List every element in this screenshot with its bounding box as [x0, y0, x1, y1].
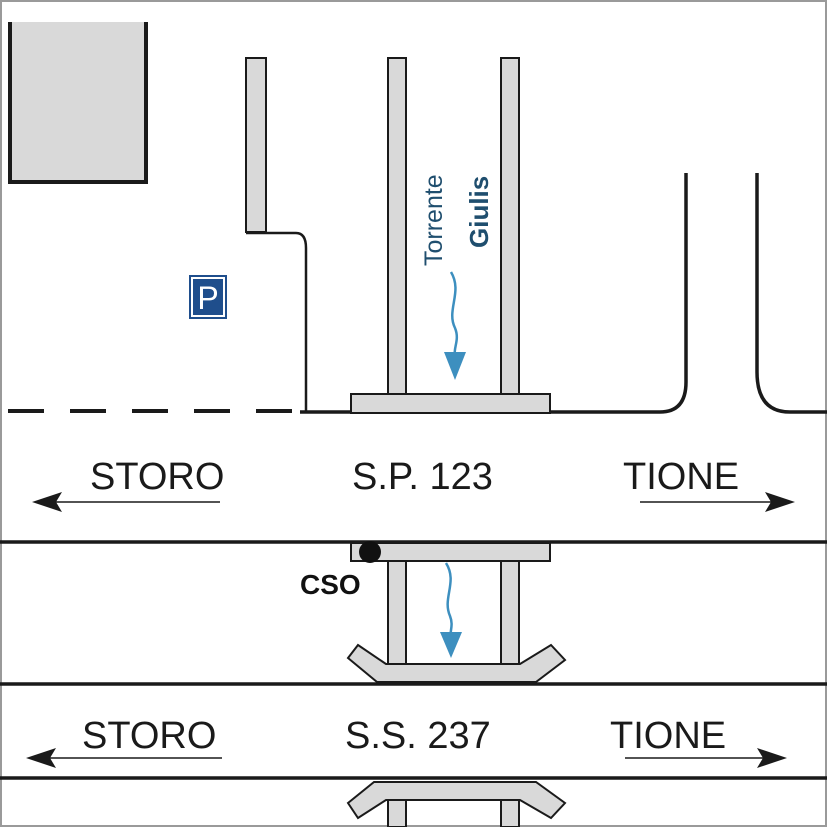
stream-wall-left-bottom [387, 799, 407, 827]
ss237-road-name: S.S. 237 [345, 715, 491, 757]
stream-flow-arrow-lower-icon [440, 562, 462, 658]
stream-wall-right [500, 57, 520, 395]
stream-name: Torrente Giulis [420, 174, 494, 266]
bridge-wingwall-lower [346, 781, 567, 820]
stream-wall-right-mid [500, 560, 520, 665]
bridge-deck-upper [350, 393, 551, 414]
ss237-right-arrow-icon [625, 748, 787, 768]
parking-letter: P [197, 280, 218, 316]
sp123-left-destination: STORO [90, 456, 224, 498]
stream-name-line2: Giulis [464, 176, 494, 248]
road-edge-upper [300, 173, 688, 414]
cso-label: CSO [300, 569, 361, 600]
ss237-left-arrow-icon [26, 748, 222, 768]
stream-wall-left [387, 57, 407, 395]
stream-name-line1: Torrente [420, 174, 448, 266]
building-outline [8, 22, 148, 184]
building [10, 22, 146, 182]
ss237-right-destination: TIONE [610, 715, 726, 757]
cso-marker [359, 541, 381, 563]
parking-icon: P [189, 275, 227, 319]
sp123-left-arrow-icon [32, 492, 220, 512]
stream-flow-arrow-icon [444, 271, 466, 380]
sp123-right-destination: TIONE [623, 456, 739, 498]
bridge-wingwall-upper [346, 643, 567, 683]
channel-wall-left [245, 57, 267, 233]
sp123-right-arrow-icon [640, 492, 795, 512]
stream-wall-left-mid [387, 560, 407, 665]
ss237-left-destination: STORO [82, 715, 216, 757]
stream-wall-right-bottom [500, 799, 520, 827]
bridge-deck-lower [350, 542, 551, 562]
property-boundary [246, 231, 308, 412]
sp123-road-name: S.P. 123 [352, 456, 493, 498]
road-edge-side-street [755, 173, 827, 414]
